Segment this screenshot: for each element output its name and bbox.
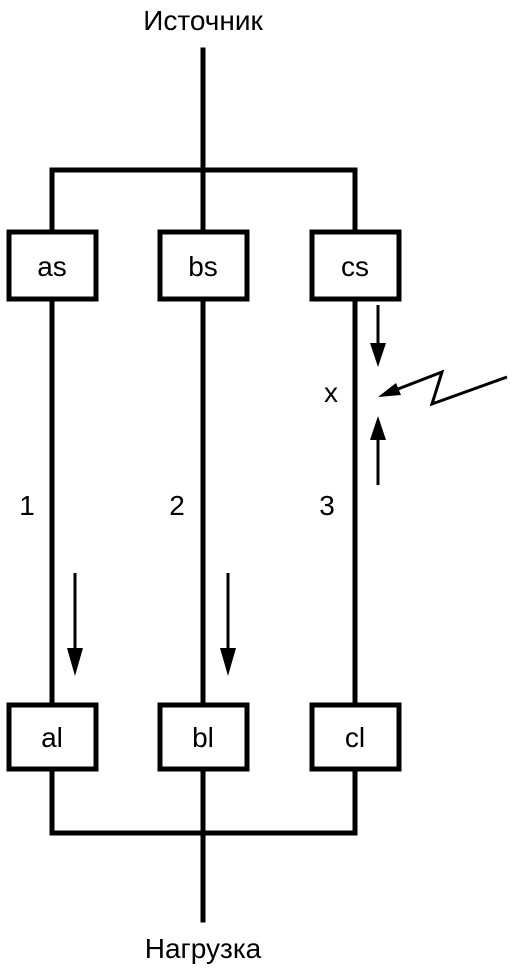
box-cs bbox=[309, 229, 402, 302]
box-as-label: as bbox=[37, 251, 67, 282]
lightning-bolt-icon bbox=[397, 369, 508, 407]
source-label: Источник bbox=[143, 5, 263, 36]
line-1-number: 1 bbox=[19, 490, 35, 521]
box-bl-label: bl bbox=[192, 722, 214, 753]
line-2-arrowhead bbox=[220, 648, 236, 676]
fault-down-arrowhead bbox=[370, 343, 386, 367]
load-label: Нагрузка bbox=[145, 933, 262, 964]
line-2-number: 2 bbox=[169, 490, 185, 521]
box-bs bbox=[157, 229, 250, 302]
box-al-label: al bbox=[41, 722, 63, 753]
line-1-arrowhead bbox=[67, 648, 83, 676]
line-3-number: 3 bbox=[319, 490, 335, 521]
box-cs-label: cs bbox=[341, 251, 369, 282]
top-bus bbox=[49, 167, 358, 235]
box-bs-label: bs bbox=[188, 251, 218, 282]
lightning-bolt-arrowhead bbox=[378, 383, 401, 397]
fault-label: x bbox=[324, 377, 338, 408]
box-cl-label: cl bbox=[345, 722, 365, 753]
fault-up-arrowhead bbox=[370, 416, 386, 440]
